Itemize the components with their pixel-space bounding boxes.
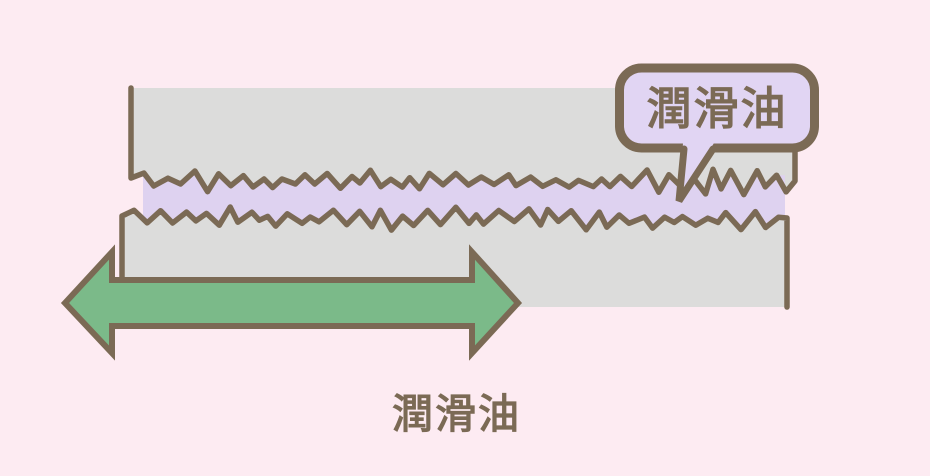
callout-label: 潤滑油 bbox=[619, 84, 815, 134]
caption-label: 潤滑油 bbox=[376, 392, 537, 436]
